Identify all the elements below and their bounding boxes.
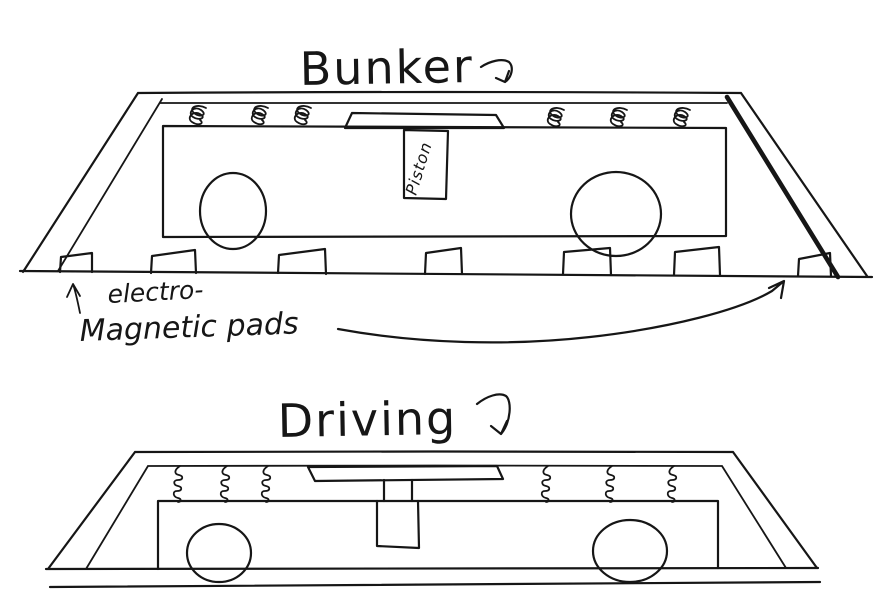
coil-spring bbox=[188, 105, 207, 126]
pads-long-pointer-curve-icon bbox=[336, 279, 786, 344]
coil-spring bbox=[250, 105, 269, 126]
coil-spring bbox=[546, 107, 565, 128]
coil-spring bbox=[293, 105, 312, 126]
pad bbox=[796, 251, 833, 278]
driving-inner-roof bbox=[85, 464, 787, 570]
bunker-body bbox=[161, 124, 728, 239]
bunker-electromagnetic-pads bbox=[58, 245, 833, 278]
bunker-inner-roof bbox=[57, 98, 728, 272]
bunker-left-wheel bbox=[198, 171, 268, 251]
driving-roof-plate bbox=[306, 464, 505, 483]
bunker-hull-outline bbox=[18, 90, 874, 279]
bunker-piston bbox=[402, 128, 450, 201]
pads-pointer-arrow-icon bbox=[66, 283, 81, 314]
stretched-spring bbox=[219, 465, 231, 503]
stretched-spring bbox=[540, 465, 552, 503]
driving-title: Driving bbox=[277, 391, 457, 448]
pads-annotation: electro- Magnetic pads bbox=[66, 275, 786, 349]
bunker-title: Bunker bbox=[299, 39, 474, 96]
pads-label-line2: Magnetic pads bbox=[79, 306, 299, 349]
driving-springs bbox=[172, 465, 678, 503]
pad bbox=[276, 247, 328, 276]
stretched-spring bbox=[666, 465, 678, 503]
driving-figure bbox=[44, 450, 822, 589]
bunker-title-arrow-icon bbox=[479, 59, 513, 84]
stretched-spring bbox=[260, 465, 272, 503]
coil-spring bbox=[609, 107, 628, 128]
driving-left-wheel bbox=[185, 522, 253, 584]
pad bbox=[423, 246, 464, 276]
piston-label: Piston bbox=[402, 139, 436, 197]
stretched-spring bbox=[604, 465, 616, 503]
driving-piston bbox=[375, 499, 421, 550]
driving-title-arrow-icon bbox=[475, 393, 511, 436]
coil-spring bbox=[672, 107, 691, 128]
bunker-inner-right-slant bbox=[724, 94, 841, 280]
stretched-spring bbox=[172, 465, 184, 503]
driving-right-wheel bbox=[591, 518, 669, 584]
driving-piston-rod bbox=[382, 478, 414, 503]
driving-hull-outline bbox=[44, 450, 820, 571]
bunker-springs bbox=[188, 105, 691, 128]
pad bbox=[561, 246, 613, 277]
bunker-figure: Piston bbox=[18, 90, 874, 280]
pad bbox=[149, 248, 198, 275]
ground-line bbox=[48, 580, 822, 589]
pad bbox=[58, 251, 94, 274]
pad bbox=[672, 245, 722, 277]
bunker-roof-plate bbox=[343, 111, 506, 130]
pads-label-line1: electro- bbox=[107, 275, 204, 309]
bunker-right-wheel bbox=[569, 170, 663, 258]
driving-body bbox=[156, 499, 720, 571]
